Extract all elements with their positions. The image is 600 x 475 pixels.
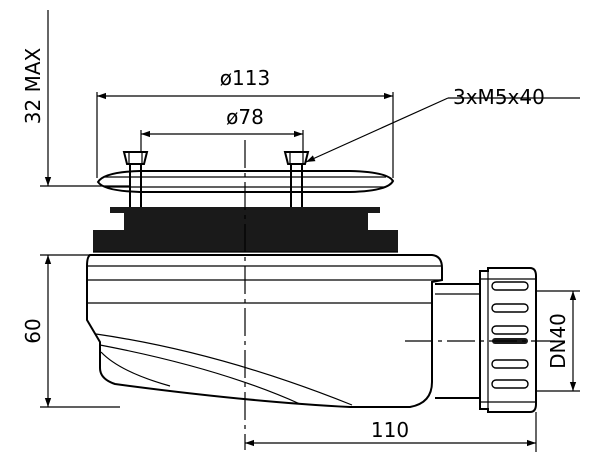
outlet-nut [479,267,537,413]
screw-right [283,151,310,213]
center-lines [244,140,555,450]
dimension-lines [44,10,580,447]
outlet-size-label: DN40 [546,313,570,369]
inner-diameter-label: ø78 [226,105,264,129]
outlet-length-label: 110 [371,418,409,442]
outer-diameter-label: ø113 [220,66,270,90]
screws-label: 3xM5x40 [453,85,545,109]
extension-lines [40,92,580,452]
height-top-label: 32 MAX [21,47,45,124]
screw-left [122,151,149,213]
height-body-label: 60 [21,318,45,343]
trap-body [86,254,443,408]
